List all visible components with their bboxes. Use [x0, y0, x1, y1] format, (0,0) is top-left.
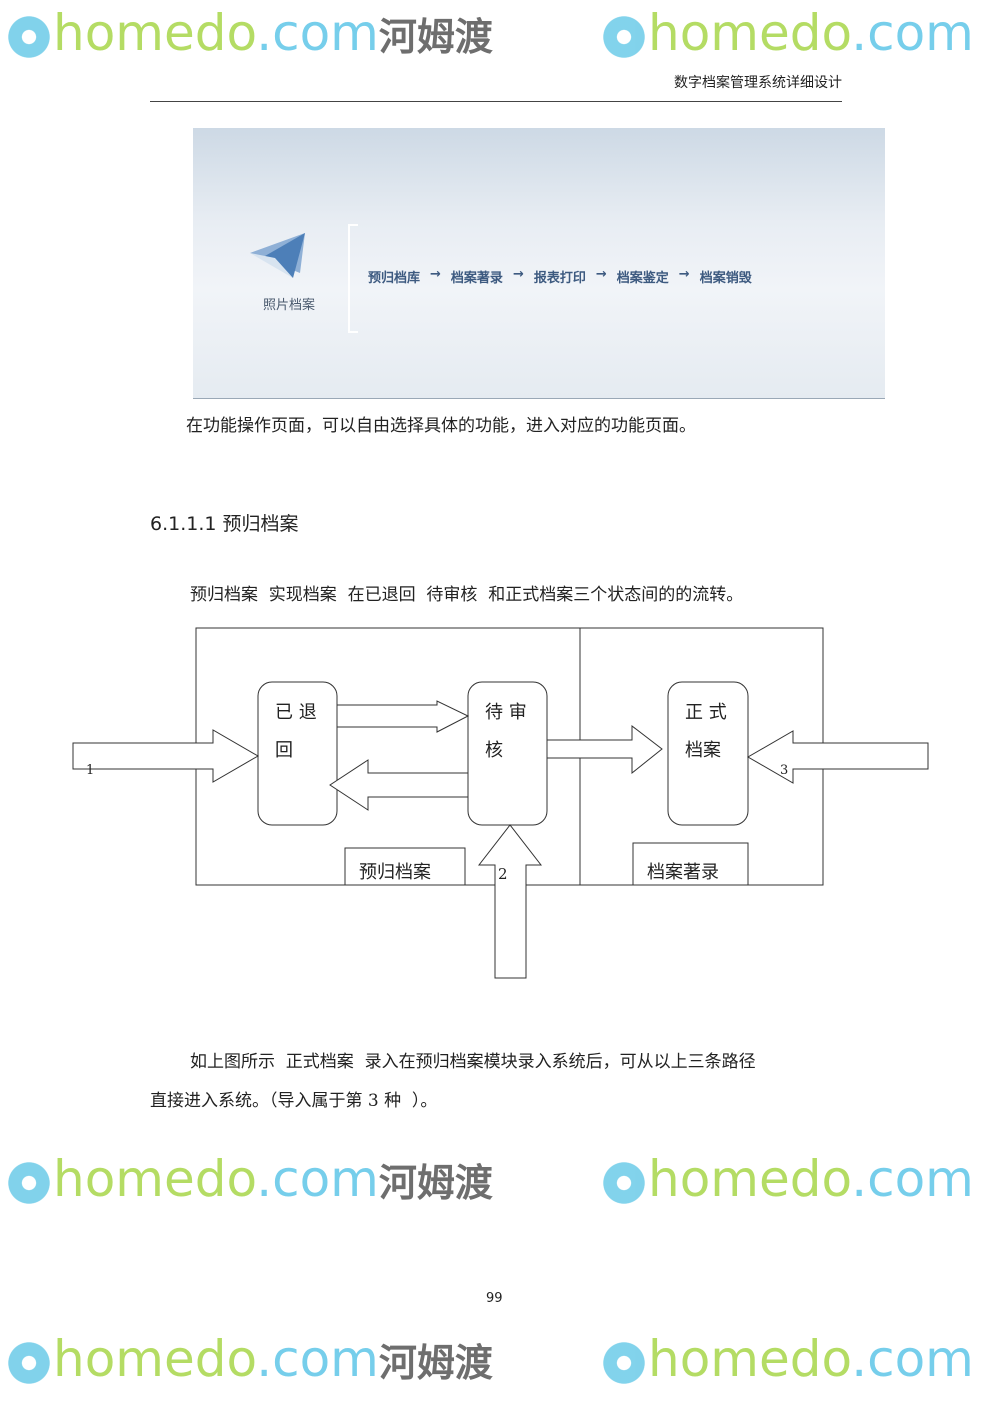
- page-number: 99: [486, 1291, 503, 1306]
- watermark: homedo.com: [600, 1150, 974, 1208]
- label-box-right: [632, 842, 749, 886]
- paragraph: 如上图所示 正式档案 录入在预归档案模块录入系统后，可从以上三条路径: [190, 1052, 756, 1072]
- folder-logo-icon: [250, 233, 305, 278]
- box-formal: [667, 681, 749, 826]
- arrow-1-label: 1: [86, 763, 94, 778]
- watermark: homedo.com河姆渡: [5, 1150, 493, 1208]
- label-left: 预归档案: [359, 862, 431, 883]
- flow-step[interactable]: 档案销毁: [699, 271, 752, 286]
- watermark: homedo.com河姆渡: [5, 1330, 493, 1388]
- arrow-icon: →: [430, 267, 441, 282]
- screenshot-figure: 照片档案 预归档库 → 档案著录 → 报表打印 → 档案鉴定 → 档案销毁: [193, 128, 885, 399]
- flow-steps: 预归档库 → 档案著录 → 报表打印 → 档案鉴定 → 档案销毁: [368, 267, 752, 286]
- bracket: [348, 224, 358, 333]
- section-heading: 6.1.1.1 预归档案: [150, 513, 299, 535]
- arrow-2: [477, 824, 543, 979]
- arrow-1: [72, 729, 259, 783]
- flow-step[interactable]: 报表打印: [533, 271, 586, 286]
- arrow-to-formal: [546, 724, 663, 775]
- arrow-3: [747, 730, 929, 784]
- arrow-2-label: 2: [498, 865, 508, 883]
- flow-step[interactable]: 预归档库: [368, 271, 421, 286]
- paragraph: 预归档案 实现档案 在已退回 待审核 和正式档案三个状态间的的流转。: [190, 585, 744, 605]
- arrow-3-label: 3: [780, 763, 788, 778]
- box-formal-text: 正 式: [685, 702, 727, 723]
- header-rule: [150, 101, 842, 102]
- label-box-left: [344, 847, 466, 886]
- box-returned: [257, 681, 338, 826]
- module-label: 照片档案: [263, 298, 316, 313]
- header-title: 数字档案管理系统详细设计: [674, 75, 842, 91]
- box-returned-text: 回: [275, 740, 293, 761]
- box-formal-text: 档案: [685, 740, 721, 761]
- flow-step[interactable]: 档案著录: [450, 271, 503, 286]
- arrow-to-returned: [329, 759, 469, 811]
- flower-logo-icon: [600, 1158, 648, 1207]
- arrow-icon: →: [512, 267, 524, 282]
- flower-logo-icon: [5, 1158, 53, 1207]
- watermark: homedo.com: [600, 1330, 974, 1388]
- flower-logo-icon: [600, 1338, 648, 1387]
- box-pending-text: 核: [485, 740, 503, 761]
- arrow-icon: →: [678, 267, 690, 282]
- arrow-to-pending: [336, 700, 470, 733]
- box-returned-text: 已 退: [275, 702, 317, 723]
- flow-step[interactable]: 档案鉴定: [616, 271, 669, 286]
- box-pending-text: 待 审: [485, 702, 527, 723]
- paragraph: 直接进入系统。（导入属于第 3 种 ）。: [150, 1091, 438, 1111]
- state-diagram: 已 退 回 待 审 核 正 式 档案 预归档案 档案著录 1 2 3: [72, 627, 929, 979]
- flower-logo-icon: [5, 1338, 53, 1387]
- paragraph: 在功能操作页面，可以自由选择具体的功能，进入对应的功能页面。: [186, 416, 696, 436]
- label-right: 档案著录: [647, 862, 719, 883]
- arrow-icon: →: [595, 267, 607, 282]
